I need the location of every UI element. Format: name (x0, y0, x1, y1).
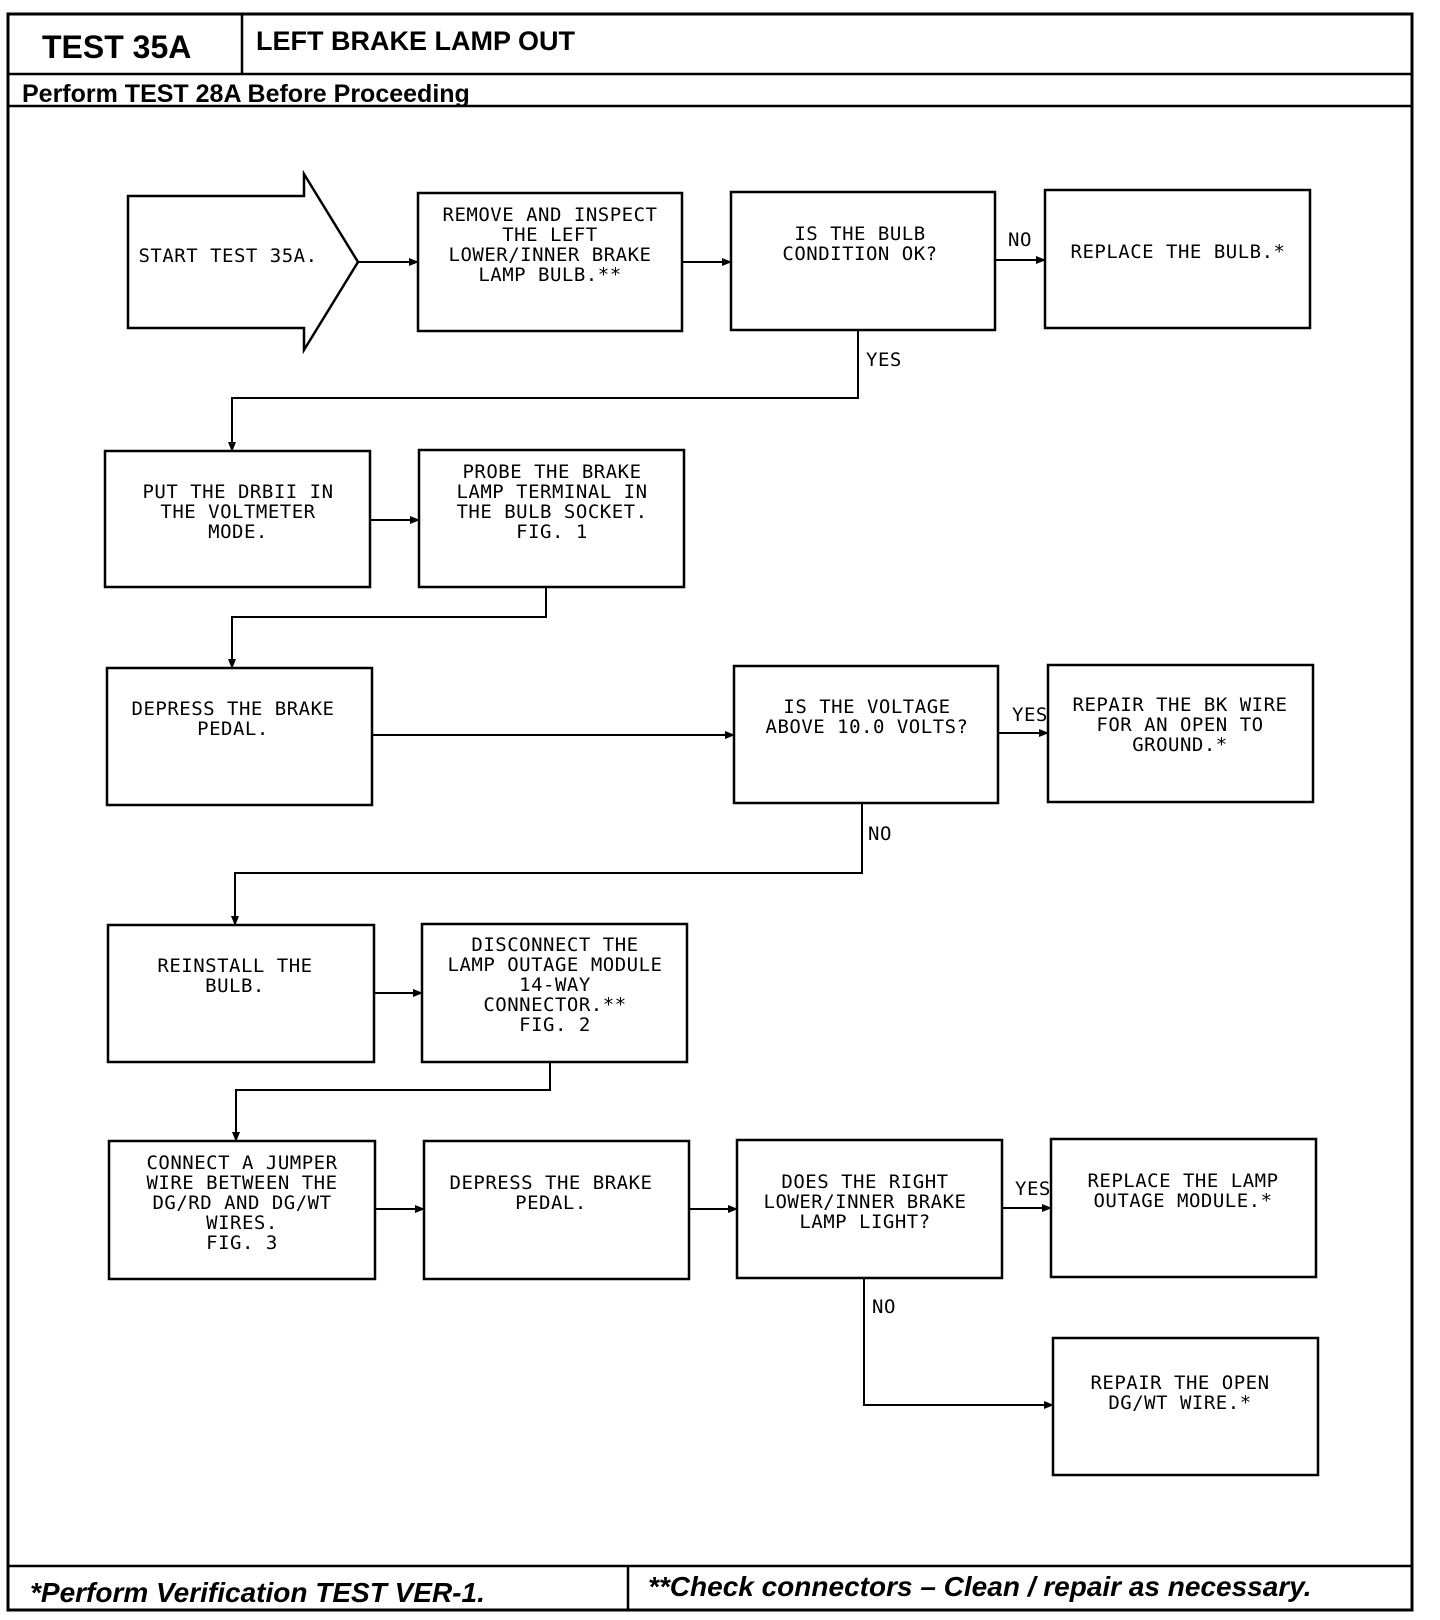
text-line: START TEST 35A. (138, 245, 317, 267)
connector-probe-to-depress (228, 587, 547, 669)
text-line: LAMP OUTAGE MODULE (448, 954, 663, 976)
replace-bulb-box (1043, 188, 1312, 330)
text-line: DEPRESS THE BRAKE (450, 1172, 653, 1194)
text-line: LOWER/INNER BRAKE (764, 1191, 967, 1213)
connect-jumper-box (107, 1139, 377, 1281)
text-line: LAMP TERMINAL IN (456, 481, 647, 503)
text-line: BULB. (205, 975, 265, 997)
text-line: REPAIR THE OPEN (1090, 1372, 1269, 1394)
prerequisite-note: Perform TEST 28A Before Proceeding (22, 80, 470, 108)
label-yes-bulb: YES (866, 349, 902, 371)
text-line: REPLACE THE BULB.* (1071, 241, 1286, 263)
connector-bulb-ok-yes (228, 330, 859, 452)
text-line: PEDAL. (515, 1192, 587, 1214)
text-line: REPLACE THE LAMP (1087, 1170, 1278, 1192)
replace-bulb-text: REPLACE THE BULB.* (1071, 241, 1286, 263)
depress-pedal-box-1 (105, 666, 374, 807)
text-line: WIRES. (206, 1212, 278, 1234)
text-line: DOES THE RIGHT (781, 1171, 948, 1193)
label-no-voltage: NO (868, 823, 892, 845)
text-line: LAMP BULB.** (478, 264, 621, 286)
text-line: DG/RD AND DG/WT (152, 1192, 331, 1214)
text-line: IS THE VOLTAGE (783, 696, 950, 718)
test-title: LEFT BRAKE LAMP OUT (256, 26, 575, 56)
text-line: WIRE BETWEEN THE (146, 1172, 337, 1194)
text-line: PUT THE DRBII IN (142, 481, 333, 503)
text-line: ABOVE 10.0 VOLTS? (766, 716, 969, 738)
footnote-connectors: **Check connectors – Clean / repair as n… (648, 1571, 1312, 1602)
repair-dgwt-box (1051, 1336, 1320, 1477)
text-line: DISCONNECT THE (471, 934, 638, 956)
depress-pedal-box-2 (422, 1139, 691, 1281)
text-line: REMOVE AND INSPECT (443, 204, 658, 226)
label-no-bulb: NO (1008, 229, 1032, 251)
text-line: CONNECTOR.** (483, 994, 626, 1016)
text-line: IS THE BULB (794, 223, 925, 245)
text-line: GROUND.* (1132, 734, 1228, 756)
text-line: PEDAL. (197, 718, 269, 740)
text-line: LOWER/INNER BRAKE (449, 244, 652, 266)
connector-disconnect-to-jumper (232, 1062, 551, 1142)
text-line: CONNECT A JUMPER (146, 1152, 337, 1174)
text-line: REINSTALL THE (157, 955, 312, 977)
label-yes-voltage: YES (1012, 704, 1048, 726)
reinstall-bulb-box (106, 923, 376, 1064)
text-line: THE VOLTMETER (160, 501, 315, 523)
voltage-decision-box (732, 664, 1000, 805)
start-arrow-shape (126, 169, 360, 355)
page-frame (6, 12, 1414, 1612)
disconnect-module-box (420, 922, 689, 1064)
footnote-verification: *Perform Verification TEST VER-1. (30, 1577, 485, 1608)
text-line: THE LEFT (502, 224, 598, 246)
put-drbii-box (103, 449, 372, 589)
test-id: TEST 35A (42, 29, 191, 65)
text-line: FIG. 1 (516, 521, 588, 543)
start-label: START TEST 35A. (138, 245, 317, 267)
probe-terminal-box (417, 448, 686, 589)
text-line: FOR AN OPEN TO (1096, 714, 1263, 736)
text-line: OUTAGE MODULE.* (1093, 1190, 1272, 1212)
text-line: LAMP LIGHT? (799, 1211, 930, 1233)
right-lamp-decision-box (735, 1138, 1004, 1280)
text-line: 14-WAY (519, 974, 591, 996)
text-line: DG/WT WIRE.* (1108, 1392, 1251, 1414)
text-line: REPAIR THE BK WIRE (1073, 694, 1288, 716)
connector-voltage-no (231, 803, 863, 926)
text-line: CONDITION OK? (782, 243, 937, 265)
connector-right-lamp-no (863, 1278, 1054, 1409)
text-line: FIG. 3 (206, 1232, 278, 1254)
text-line: DEPRESS THE BRAKE (132, 698, 335, 720)
label-yes-right-lamp: YES (1015, 1178, 1051, 1200)
text-line: MODE. (208, 521, 268, 543)
text-line: PROBE THE BRAKE (462, 461, 641, 483)
text-line: FIG. 2 (519, 1014, 591, 1036)
label-no-right-lamp: NO (872, 1296, 896, 1318)
text-line: THE BULB SOCKET. (456, 501, 647, 523)
